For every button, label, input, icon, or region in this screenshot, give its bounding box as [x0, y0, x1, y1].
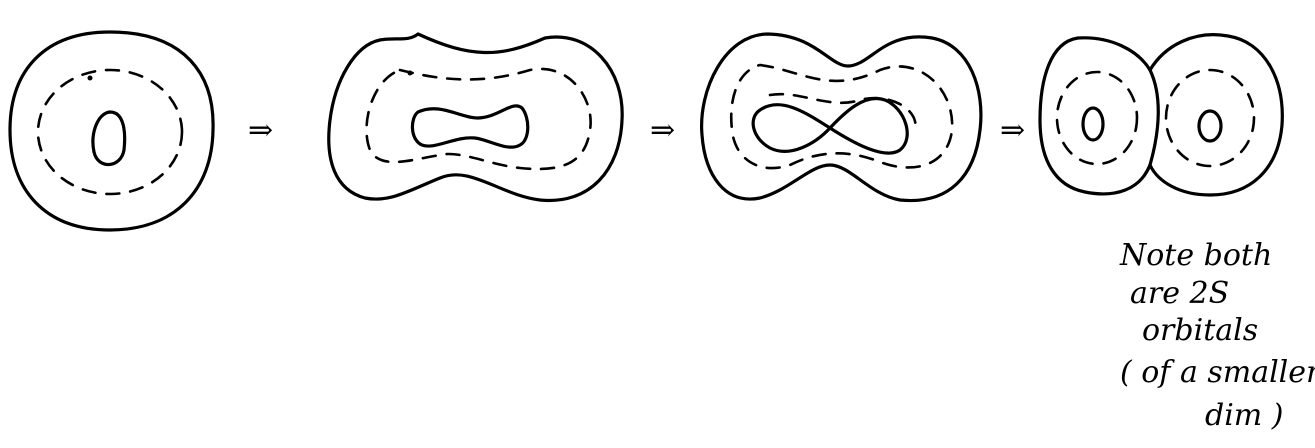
handwritten-note: Note both are 2S orbitals ( of a smaller… — [1119, 238, 1315, 433]
inner-core — [93, 112, 125, 165]
note-line-5: dim ) — [1205, 398, 1284, 433]
stage-2-pinching — [329, 34, 622, 200]
arrow-1-implies: ⇒ — [248, 113, 273, 148]
note-line-1: Note both — [1119, 238, 1272, 273]
inner-core — [412, 106, 527, 147]
left-core — [1083, 108, 1103, 140]
left-orbital-boundary — [1040, 38, 1158, 194]
right-core — [1199, 111, 1221, 141]
note-line-2: are 2S — [1130, 276, 1229, 311]
dashed-node-ring — [38, 70, 182, 194]
stage-3-figure-eight — [702, 34, 981, 201]
arrow-2-implies: ⇒ — [650, 113, 675, 148]
right-dashed-ring — [1166, 70, 1254, 166]
dot-mark — [408, 71, 413, 76]
left-dashed-ring — [1057, 72, 1137, 164]
note-line-4: ( of a smaller — [1120, 355, 1315, 390]
note-line-3: orbitals — [1142, 313, 1258, 348]
inner-figure-eight — [753, 99, 907, 154]
dot-mark — [88, 76, 93, 81]
stage-1-single-orbital — [10, 32, 213, 230]
arrow-3-implies: ⇒ — [1000, 113, 1025, 148]
stage-4-split-two-orbitals — [1040, 35, 1282, 195]
dashed-node-ring-inner — [770, 94, 916, 130]
